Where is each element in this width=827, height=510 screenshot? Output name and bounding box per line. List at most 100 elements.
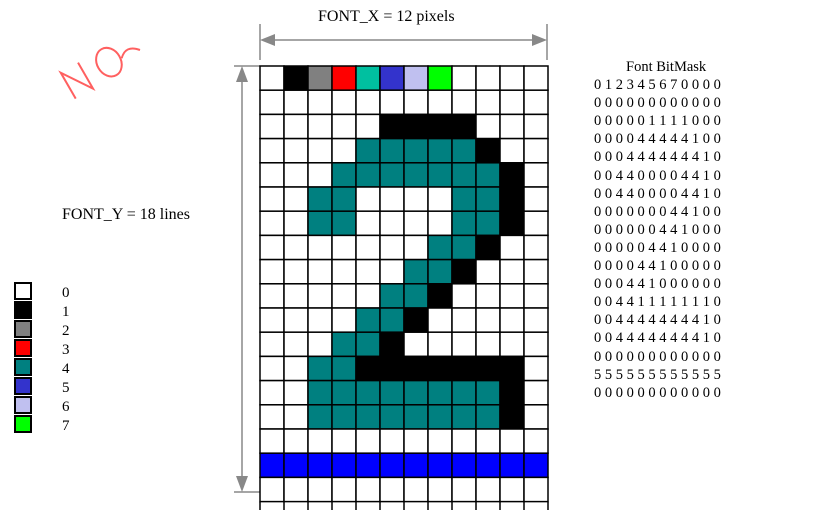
pixel-cell xyxy=(475,379,501,406)
pixel-cell xyxy=(403,404,429,430)
legend-swatch xyxy=(14,320,32,338)
pixel-cell xyxy=(523,428,549,454)
pixel-cell xyxy=(427,258,453,285)
pixel-cell xyxy=(355,452,381,479)
pixel-cell xyxy=(403,113,429,140)
pixel-cell xyxy=(451,331,477,358)
pixel-cell xyxy=(523,113,549,140)
pixel-cell xyxy=(427,89,453,116)
pixel-cell xyxy=(475,258,501,285)
pixel-cell xyxy=(499,234,525,261)
bitmask-row: 0 0 0 0 4 4 4 4 4 1 0 0 xyxy=(594,131,721,148)
pixel-cell xyxy=(475,428,501,454)
pixel-cell xyxy=(379,331,405,358)
pixel-cell xyxy=(427,210,453,237)
legend-label: 6 xyxy=(62,399,70,415)
pixel-cell xyxy=(355,331,381,358)
pixel-cell xyxy=(379,307,405,333)
pixel-cell xyxy=(307,452,333,479)
legend-label: 2 xyxy=(62,323,70,339)
pixel-cell xyxy=(355,162,381,188)
pixel-cell xyxy=(283,283,309,309)
pixel-cell xyxy=(451,379,477,406)
pixel-cell xyxy=(427,452,453,479)
pixel-cell xyxy=(379,355,405,382)
pixel-cell xyxy=(499,355,525,382)
pixel-cell xyxy=(499,210,525,237)
pixel-cell xyxy=(307,162,333,188)
pixel-cell xyxy=(427,283,453,309)
pixel-cell xyxy=(451,137,477,164)
pixel-cell xyxy=(499,404,525,430)
pixel-cell xyxy=(283,452,309,479)
pixel-cell xyxy=(283,234,309,261)
pixel-cell xyxy=(379,379,405,406)
pixel-cell xyxy=(403,452,429,479)
pixel-cell xyxy=(355,283,381,309)
pixel-cell xyxy=(283,476,309,503)
pixel-cell xyxy=(403,355,429,382)
pixel-cell xyxy=(499,113,525,140)
pixel-cell xyxy=(331,283,357,309)
bitmask-row: 0 0 0 4 4 4 4 4 4 4 1 0 xyxy=(594,149,721,166)
pixel-cell xyxy=(379,89,405,116)
pixel-cell xyxy=(499,476,525,503)
pixel-cell xyxy=(451,65,477,91)
pixel-cell xyxy=(379,428,405,454)
pixel-cell xyxy=(355,210,381,237)
pixel-cell xyxy=(307,404,333,430)
pixel-cell xyxy=(331,307,357,333)
pixel-cell xyxy=(331,258,357,285)
pixel-cell xyxy=(499,258,525,285)
pixel-cell xyxy=(283,307,309,333)
legend-swatch xyxy=(14,301,32,319)
pixel-cell xyxy=(307,428,333,454)
pixel-cell xyxy=(259,89,285,116)
pixel-cell xyxy=(475,137,501,164)
pixel-cell xyxy=(403,162,429,188)
bitmask-row: 0 0 0 0 0 0 4 4 1 0 0 0 xyxy=(594,221,721,238)
pixel-cell xyxy=(403,476,429,503)
pixel-cell xyxy=(283,65,309,91)
pixel-cell xyxy=(475,186,501,212)
pixel-cell xyxy=(499,331,525,358)
pixel-cell xyxy=(379,234,405,261)
pixel-cell xyxy=(451,283,477,309)
legend-label: 1 xyxy=(62,304,70,320)
pixel-cell xyxy=(451,162,477,188)
pixel-cell xyxy=(307,476,333,503)
pixel-cell xyxy=(523,162,549,188)
pixel-cell xyxy=(259,452,285,479)
pixel-cell xyxy=(475,234,501,261)
legend-label: 5 xyxy=(62,380,70,396)
pixel-cell xyxy=(427,379,453,406)
pixel-cell xyxy=(379,186,405,212)
pixel-cell xyxy=(427,137,453,164)
pixel-cell xyxy=(259,137,285,164)
pixel-cell xyxy=(427,234,453,261)
pixel-cell xyxy=(523,137,549,164)
pixel-cell xyxy=(355,113,381,140)
pixel-cell xyxy=(259,113,285,140)
bitmask-row: 0 0 0 4 4 1 0 0 0 0 0 0 xyxy=(594,276,721,293)
pixel-cell xyxy=(523,258,549,285)
legend-label: 4 xyxy=(62,361,70,377)
pixel-cell xyxy=(283,379,309,406)
bitmask-row: 0 0 4 4 1 1 1 1 1 1 1 0 xyxy=(594,294,721,311)
pixel-cell xyxy=(259,234,285,261)
pixel-cell xyxy=(259,428,285,454)
pixel-cell xyxy=(259,162,285,188)
pixel-cell xyxy=(475,89,501,116)
pixel-cell xyxy=(499,186,525,212)
pixel-cell xyxy=(355,428,381,454)
pixel-cell xyxy=(379,137,405,164)
bitmask-row: 5 5 5 5 5 5 5 5 5 5 5 5 xyxy=(594,366,721,383)
pixel-cell xyxy=(307,283,333,309)
pixel-cell xyxy=(259,210,285,237)
pixel-cell xyxy=(259,307,285,333)
font-y-dimension-arrow xyxy=(234,65,260,493)
pixel-cell xyxy=(427,355,453,382)
pixel-cell xyxy=(331,452,357,479)
pixel-cell xyxy=(307,379,333,406)
pixel-cell xyxy=(451,210,477,237)
